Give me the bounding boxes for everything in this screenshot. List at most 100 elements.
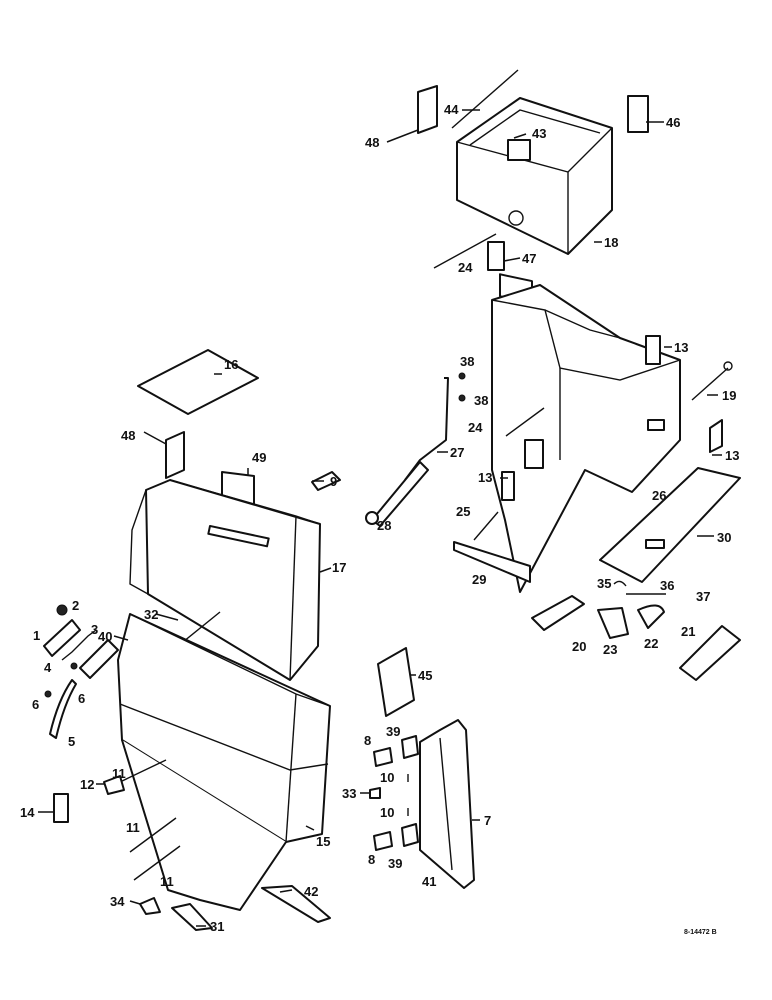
part-22-guard <box>637 604 665 629</box>
part-34-bracket <box>139 897 161 915</box>
callout-46: 46 <box>666 115 680 130</box>
part-21-angle <box>679 625 741 681</box>
callout-8a: 8 <box>364 733 371 748</box>
part-48-plate-left <box>165 431 185 479</box>
part-18-upper-box <box>456 97 613 305</box>
part-23-bracket <box>597 607 629 639</box>
part-13-plates <box>501 335 723 501</box>
part-29-strip <box>453 541 531 583</box>
callout-23: 23 <box>603 642 617 657</box>
part-40-plate <box>79 639 119 679</box>
part-7-door <box>419 719 475 889</box>
callout-13a: 13 <box>674 340 688 355</box>
callout-6b: 6 <box>78 691 85 706</box>
part-35-36-37-fasteners <box>613 580 666 595</box>
callout-35: 35 <box>597 576 611 591</box>
callout-42: 42 <box>304 884 318 899</box>
part-33-clip <box>369 787 381 799</box>
part-25-rod <box>473 511 499 541</box>
callout-27: 27 <box>450 445 464 460</box>
callout-39a: 39 <box>386 724 400 739</box>
callout-11a: 11 <box>112 766 126 781</box>
part-48-plate-top <box>417 85 438 134</box>
part-27-linkage <box>371 377 449 527</box>
part-26-hopper <box>491 284 681 593</box>
part-28-bearing <box>365 511 379 525</box>
callout-6a: 6 <box>32 697 39 712</box>
part-9-clip <box>311 471 341 491</box>
callout-9: 9 <box>330 474 337 489</box>
part-15-bin <box>117 613 331 911</box>
callout-24a: 24 <box>458 260 473 275</box>
callout-25: 25 <box>456 504 470 519</box>
part-24-rod-mid <box>505 407 545 437</box>
part-45-plate <box>377 647 415 717</box>
callout-3: 3 <box>91 622 98 637</box>
part-11-rods <box>119 759 181 881</box>
callout-19: 19 <box>722 388 736 403</box>
callout-48a: 48 <box>365 135 379 150</box>
callout-37: 37 <box>696 589 710 604</box>
part-17-shroud <box>129 479 321 681</box>
part-42-strip <box>261 885 331 923</box>
callouts: 48 44 43 46 18 47 24 13 38 38 19 24 27 1… <box>20 102 739 934</box>
callout-31: 31 <box>210 919 224 934</box>
callout-7: 7 <box>484 813 491 828</box>
part-6-pins <box>44 662 78 698</box>
callout-40: 40 <box>98 629 112 644</box>
leader-lines <box>38 109 722 927</box>
callout-16: 16 <box>224 357 238 372</box>
part-2-knob <box>56 604 68 616</box>
callout-33: 33 <box>342 786 356 801</box>
part-3-spring <box>61 629 97 661</box>
part-16-cover <box>137 349 259 415</box>
callout-29: 29 <box>472 572 486 587</box>
drawing-reference-number: 8-14472 B <box>684 929 717 936</box>
part-47-plate <box>487 241 505 271</box>
part-19-shaft <box>691 361 733 401</box>
callout-13c: 13 <box>478 470 492 485</box>
part-43-panel <box>507 139 531 161</box>
callout-11c: 11 <box>160 874 174 889</box>
part-31-plate <box>171 903 213 931</box>
callout-1: 1 <box>33 628 40 643</box>
callout-36: 36 <box>660 578 674 593</box>
callout-5: 5 <box>68 734 75 749</box>
callout-18: 18 <box>604 235 618 250</box>
part-12-bracket <box>103 775 125 795</box>
callout-15: 15 <box>316 834 330 849</box>
callout-43: 43 <box>532 126 546 141</box>
part-20-bracket <box>531 595 585 631</box>
part-5-handle <box>49 679 77 739</box>
callout-4: 4 <box>44 660 52 675</box>
part-14-plate <box>53 793 69 823</box>
callout-14: 14 <box>20 805 35 820</box>
part-1-latch <box>43 619 81 657</box>
callout-24b: 24 <box>468 420 483 435</box>
callout-38a: 38 <box>460 354 474 369</box>
callout-10a: 10 <box>380 770 394 785</box>
callout-13b: 13 <box>725 448 739 463</box>
callout-20: 20 <box>572 639 586 654</box>
part-39-hinges <box>401 735 419 847</box>
callout-10b: 10 <box>380 805 394 820</box>
callout-38b: 38 <box>474 393 488 408</box>
callout-44: 44 <box>444 102 459 117</box>
callout-12: 12 <box>80 777 94 792</box>
callout-34: 34 <box>110 894 125 909</box>
callout-2: 2 <box>72 598 79 613</box>
callout-26: 26 <box>652 488 666 503</box>
callout-8b: 8 <box>368 852 375 867</box>
part-44-rod <box>451 69 519 129</box>
callout-41: 41 <box>422 874 436 889</box>
callout-45: 45 <box>418 668 432 683</box>
part-38-bolts <box>458 372 466 402</box>
part-24-rod-top <box>433 233 497 269</box>
callout-28: 28 <box>377 518 391 533</box>
callout-32: 32 <box>144 607 158 622</box>
callout-48b: 48 <box>121 428 135 443</box>
part-30-chute <box>599 467 741 583</box>
callout-22: 22 <box>644 636 658 651</box>
callout-11b: 11 <box>126 820 140 835</box>
